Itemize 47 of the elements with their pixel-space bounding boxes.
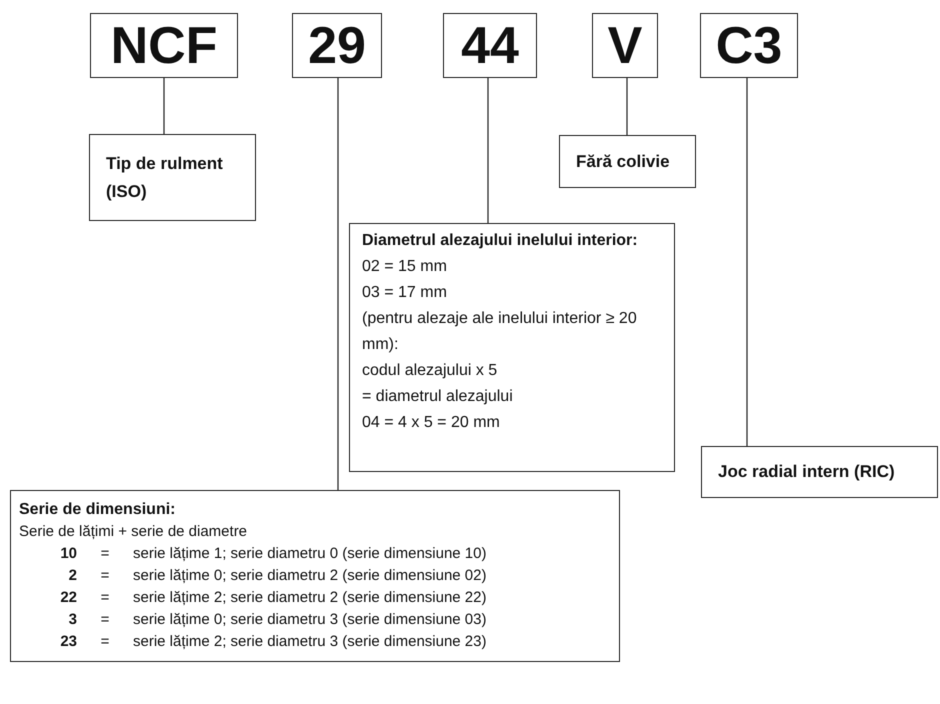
description-line: 02 = 15 mm [362,257,448,277]
description-line: codul alezajului x 5 [362,361,498,381]
description-line: (pentru alezaje ale inelului interior ≥ 20 mm): [362,309,638,355]
code-text: 29 [308,20,366,72]
description-box [10,490,620,662]
code-box [592,13,658,78]
code-box [292,13,382,78]
description-text: Joc radial intern (RIC) [718,461,895,483]
code-box [443,13,537,78]
description-line: 04 = 4 x 5 = 20 mm [362,413,501,433]
code-box [90,13,238,78]
connector-line [746,78,748,446]
code-value: 22 [60,588,77,608]
code-value: 2 [68,566,77,586]
description-line: serie lățime 2; serie diametru 3 (serie dimensiune 23) [133,632,488,652]
code-box [700,13,798,78]
description-line: serie lățime 0; serie diametru 2 (serie dimensiune 02) [133,566,488,586]
description-line: 03 = 17 mm [362,283,448,303]
description-heading: Serie de dimensiuni: [19,500,176,520]
connector-line [337,78,339,490]
equals-sign: = [100,566,110,586]
description-line: Serie de lățimi + serie de diametre [19,522,248,542]
equals-sign: = [100,544,110,564]
code-text: C3 [716,20,782,72]
code-text: 44 [461,20,519,72]
description-line: serie lățime 2; serie diametru 2 (serie dimensiune 22) [133,588,488,608]
description-text: Tip de rulment (ISO) [106,152,224,202]
description-line: serie lățime 0; serie diametru 3 (serie dimensiune 03) [133,610,488,630]
description-line: = diametrul alezajului [362,387,514,407]
equals-sign: = [100,632,110,652]
connector-line [626,78,628,135]
code-text: NCF [110,20,218,72]
description-line: serie lățime 1; serie diametru 0 (serie dimensiune 10) [133,544,488,564]
equals-sign: = [100,610,110,630]
description-box [559,135,696,188]
connector-line [487,78,489,223]
code-value: 23 [60,632,77,652]
code-text: V [608,20,642,72]
code-value: 3 [68,610,77,630]
description-box [701,446,938,498]
code-value: 10 [60,544,77,564]
description-heading: Diametrul alezajului inelului interior: [362,231,639,251]
description-text: Fără colivie [576,150,670,172]
description-box [89,134,256,221]
description-box [349,223,675,472]
connector-line [163,78,165,134]
equals-sign: = [100,588,110,608]
